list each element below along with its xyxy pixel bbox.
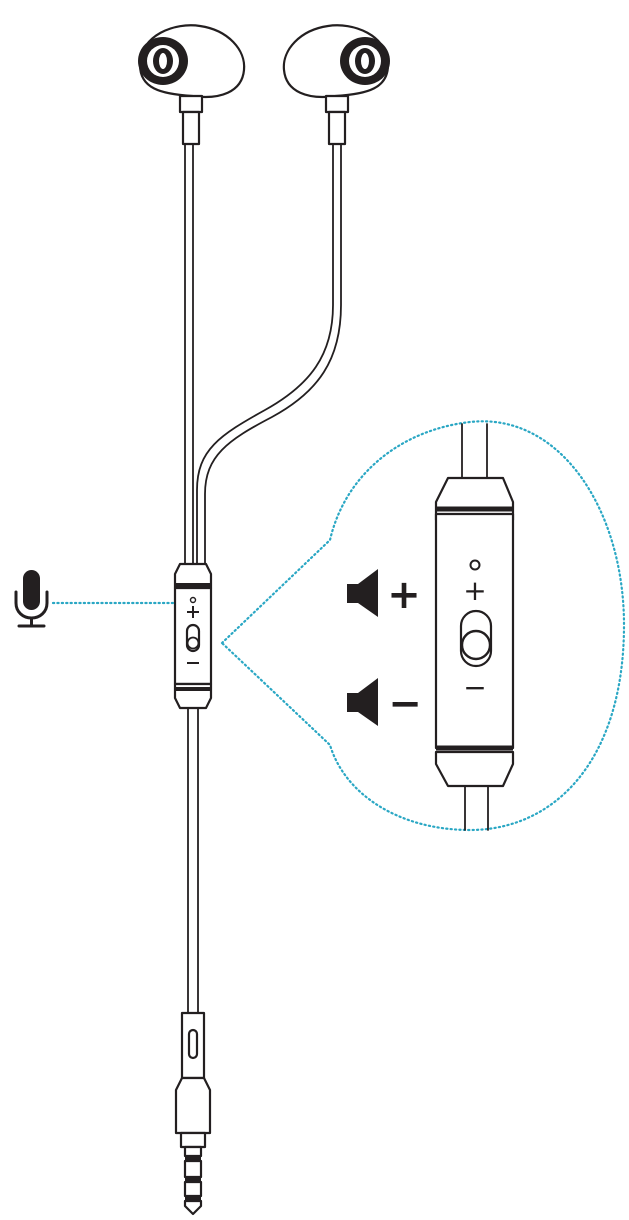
cable-left — [184, 143, 194, 565]
volume-down-symbol: − — [388, 681, 422, 727]
remote-detail: + − — [434, 423, 515, 831]
volume-up-symbol: + — [387, 572, 421, 618]
speaker-volume-down-icon — [347, 678, 378, 726]
remote-minus-mark: − — [463, 671, 486, 704]
remote-plus-mark: + — [463, 574, 486, 607]
right-earbud — [282, 24, 390, 146]
callout-bubble — [220, 420, 626, 832]
cable-right — [196, 143, 342, 565]
audio-jack-plug — [174, 1011, 212, 1216]
left-earbud — [138, 24, 246, 146]
inline-remote — [173, 562, 213, 710]
speaker-volume-up-icon — [347, 569, 378, 617]
cable-main — [187, 707, 199, 1014]
microphone-icon — [14, 570, 49, 628]
